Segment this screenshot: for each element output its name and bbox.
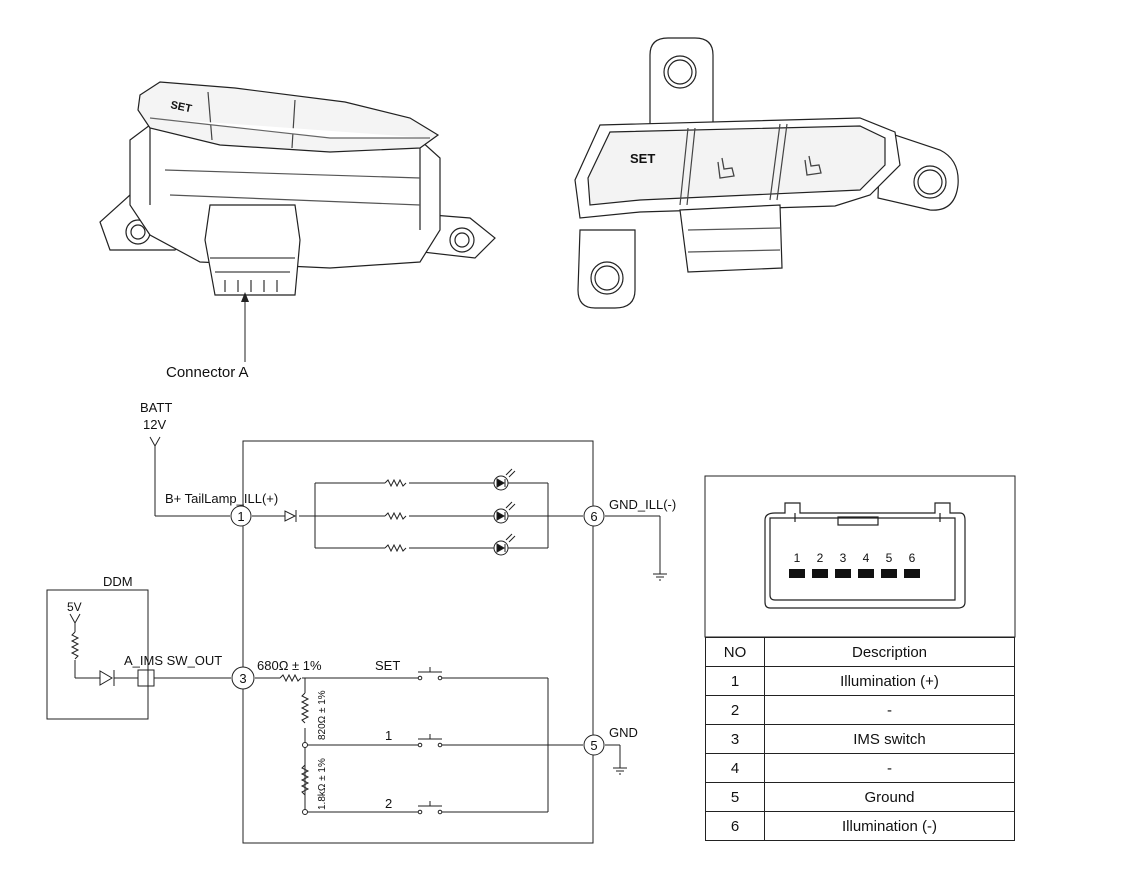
pin-3-number: 3 <box>239 671 246 686</box>
batt-label: BATT <box>140 400 172 415</box>
pin-5-circle <box>583 734 605 756</box>
set-switch-icon <box>417 667 443 681</box>
resistor-820 <box>300 692 310 724</box>
memory-2-switch-icon <box>417 801 443 815</box>
ddm-diode-icon <box>99 670 115 686</box>
memory-2-icon <box>804 155 822 176</box>
connector-a-label: Connector A <box>166 364 249 381</box>
resistor-1k8 <box>300 764 310 796</box>
connector-pin-slots <box>789 569 920 578</box>
table-row: 2- <box>705 695 1015 725</box>
circuit-wires <box>46 440 661 844</box>
connector-face <box>764 502 966 609</box>
pin-description: - <box>764 753 1015 783</box>
pin-no: 1 <box>705 666 765 696</box>
gnd-ill-label: GND_ILL(-) <box>609 497 676 512</box>
a-ims-sw-out-label: A_IMS SW_OUT <box>124 653 222 668</box>
pin-1-circle <box>230 505 252 527</box>
connector-pin-3: 3 <box>840 551 847 565</box>
pin-description: Illumination (+) <box>764 666 1015 696</box>
switch-perspective-illustration <box>99 81 496 296</box>
connector-pin-2: 2 <box>817 551 824 565</box>
led-resistor-3 <box>384 543 407 553</box>
led-resistor-2 <box>384 511 407 521</box>
r820-label: 820Ω ± 1% <box>317 690 328 740</box>
pin-description: - <box>764 695 1015 725</box>
connector-pin-6: 6 <box>909 551 916 565</box>
resistor-680 <box>279 673 302 683</box>
junction-dots <box>302 742 308 815</box>
connector-pin-1: 1 <box>794 551 801 565</box>
connector-arrowhead <box>241 292 249 302</box>
ddm-5v-label: 5V <box>67 600 82 614</box>
batt-voltage-label: 12V <box>143 417 166 432</box>
pin-no: 2 <box>705 695 765 725</box>
pin-description: Illumination (-) <box>764 811 1015 841</box>
sw-1-label: 1 <box>385 728 392 743</box>
header-description: Description <box>764 637 1015 667</box>
switch-top-illustration <box>574 37 959 309</box>
ddm-pullup-resistor <box>70 631 80 660</box>
table-row: 4- <box>705 753 1015 783</box>
memory-1-icon <box>717 157 735 179</box>
b-plus-label: B+ TailLamp_ILL(+) <box>165 491 278 506</box>
header-no: NO <box>705 637 765 667</box>
pin-5-number: 5 <box>590 738 597 753</box>
led-2-icon <box>493 501 516 524</box>
pin-description: Ground <box>764 782 1015 812</box>
sw-set-label: SET <box>375 658 400 673</box>
gnd-ground-icon <box>613 767 627 775</box>
batt-arrow-icon <box>149 436 161 448</box>
connector-pin-4: 4 <box>863 551 870 565</box>
ill-ground-icon <box>653 573 667 581</box>
r1k8-label: 1.8kΩ ± 1% <box>317 758 328 810</box>
led-1-icon <box>493 468 516 491</box>
pin-6-number: 6 <box>590 509 597 524</box>
led-3-icon <box>493 533 516 556</box>
tail-lamp-diode-icon <box>284 510 297 522</box>
pin-no: 3 <box>705 724 765 754</box>
pin-description: IMS switch <box>764 724 1015 754</box>
pin-6-circle <box>583 505 605 527</box>
table-header-row: NO Description <box>705 637 1015 667</box>
memory-1-switch-icon <box>417 734 443 748</box>
pin-no: 4 <box>705 753 765 783</box>
right-set-button-label: SET <box>630 151 655 166</box>
5v-arrow-icon <box>69 613 81 625</box>
pin-1-number: 1 <box>237 509 244 524</box>
pin-no: 6 <box>705 811 765 841</box>
led-resistor-1 <box>384 478 407 488</box>
gnd-label: GND <box>609 725 638 740</box>
connector-pin-5: 5 <box>886 551 893 565</box>
sw-2-label: 2 <box>385 796 392 811</box>
pin-3-circle <box>231 666 255 690</box>
connector-face-frame <box>704 475 1016 638</box>
ddm-label: DDM <box>103 574 133 589</box>
pin-no: 5 <box>705 782 765 812</box>
left-set-button-label: SET <box>169 99 193 115</box>
r680-label: 680Ω ± 1% <box>257 658 322 673</box>
